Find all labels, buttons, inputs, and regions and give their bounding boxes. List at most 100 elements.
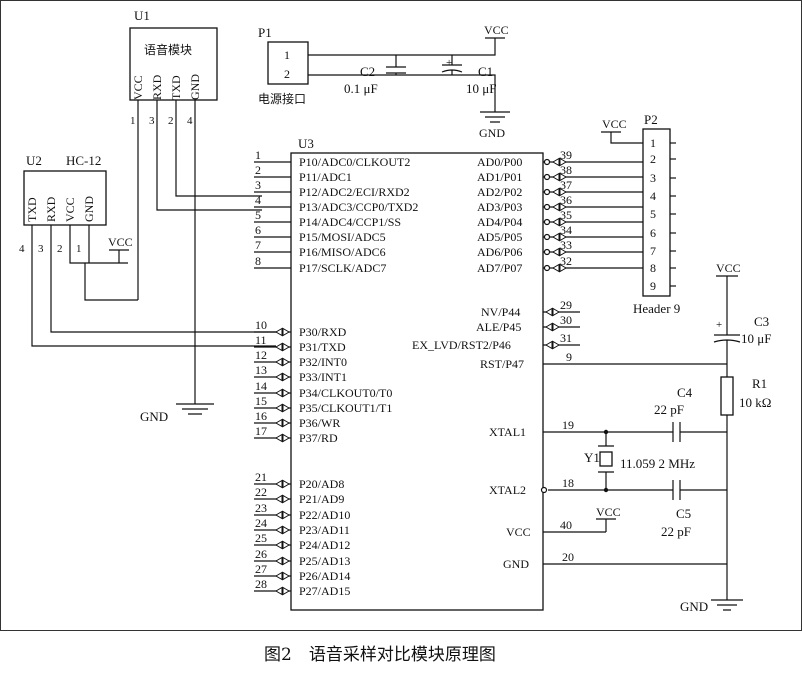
u3-left-pin-number: 2 bbox=[255, 163, 261, 177]
u3-right-pin-name: NV/P44 bbox=[481, 305, 520, 319]
p1-body bbox=[267, 41, 309, 85]
u3-right-pin-bubble bbox=[543, 248, 551, 256]
c5-plates bbox=[672, 480, 681, 500]
u3-vcc-symbol: VCC bbox=[596, 505, 621, 532]
u3-right-pin-name: AD1/P01 bbox=[477, 170, 522, 184]
c3-ref: C3 bbox=[754, 314, 769, 329]
p1-vcc-symbol: VCC bbox=[484, 23, 509, 39]
c2-value: 0.1 μF bbox=[344, 81, 378, 96]
c4-plates bbox=[672, 422, 681, 442]
u3-left-pin-name: P26/AD14 bbox=[299, 569, 350, 583]
y1-value: 11.059 2 MHz bbox=[620, 456, 695, 471]
c1-capacitor: + C1 10 μF bbox=[441, 55, 496, 96]
u2-body bbox=[23, 170, 107, 226]
u1-pin-number-3: 3 bbox=[149, 115, 155, 127]
u3-right-pin-arrow-icon bbox=[552, 187, 567, 197]
u1-pin-txd: TXD bbox=[169, 75, 183, 100]
u3-right-pin-bubble bbox=[543, 188, 551, 196]
c2-ref: C2 bbox=[360, 64, 375, 79]
p2-pin-number: 5 bbox=[650, 207, 656, 221]
u2-pin-gnd: GND bbox=[82, 196, 96, 222]
crystal-circuit: C4 22 pF C5 22 pF Y1 11.059 2 MHz bbox=[540, 385, 727, 539]
u2-rxd-wire bbox=[50, 225, 276, 333]
u2-vcc-label: VCC bbox=[108, 235, 133, 249]
u3-left-pin-arrow-icon bbox=[275, 525, 290, 535]
u3-left-pin-arrow-icon bbox=[275, 540, 290, 550]
u3-left-pin-name: P16/MISO/ADC6 bbox=[299, 245, 386, 259]
reset-circuit: VCC + C3 10 μF R1 10 kΩ bbox=[543, 261, 771, 600]
u3-right-pin-name: VCC bbox=[506, 525, 531, 539]
u3-left-pin-number: 4 bbox=[255, 193, 261, 207]
u3-vcc-bar bbox=[596, 518, 616, 532]
u3-right-pin-number: 39 bbox=[560, 148, 572, 162]
u3-right-pin-name: AD3/P03 bbox=[477, 200, 522, 214]
u1-ref: U1 bbox=[134, 8, 150, 23]
u3-left-pin-arrow-icon bbox=[275, 586, 290, 596]
p1-vcc-rail bbox=[308, 38, 496, 56]
reset-vcc-label: VCC bbox=[716, 261, 741, 275]
xtal2-pin-bubble bbox=[540, 486, 548, 494]
u3-right-pin-name: XTAL1 bbox=[489, 425, 526, 439]
p1-pin-1: 1 bbox=[284, 48, 290, 62]
u3-left-pin-name: P20/AD8 bbox=[299, 477, 344, 491]
c1-plus-icon: + bbox=[446, 57, 452, 69]
p2-pin-number: 1 bbox=[650, 136, 656, 150]
u3-right-pin-number: 18 bbox=[562, 476, 574, 490]
u2-vcc-bar bbox=[109, 249, 129, 263]
u1-vcc-link bbox=[84, 263, 138, 301]
u3-right-pin-arrow-icon bbox=[545, 307, 560, 317]
u3-left-pin-arrow-icon bbox=[275, 372, 290, 382]
u3-left-pin-number: 28 bbox=[255, 577, 267, 591]
u3-right-pin-group: 39AD0/P0038AD1/P0137AD2/P0236AD3/P0335AD… bbox=[412, 148, 643, 571]
u3-right-pin-bubble bbox=[543, 203, 551, 211]
p2-pin-number: 7 bbox=[650, 244, 656, 258]
u3-right-pin-arrow-icon bbox=[552, 172, 567, 182]
u3-left-pin-name: P34/CLKOUT0/T0 bbox=[299, 386, 392, 400]
u3-right-pin-arrow-icon bbox=[552, 202, 567, 212]
u1-pin-number-2: 2 bbox=[168, 115, 174, 127]
u3-left-pin-name: P35/CLKOUT1/T1 bbox=[299, 401, 392, 415]
p2-pin-number: 4 bbox=[650, 189, 656, 203]
u3-right-pin-bubble bbox=[543, 173, 551, 181]
u3-left-pin-arrow-icon bbox=[275, 510, 290, 520]
u3-left-pin-number: 22 bbox=[255, 485, 267, 499]
u3-ref: U3 bbox=[298, 136, 314, 151]
r1-ref: R1 bbox=[752, 376, 767, 391]
y1-plates bbox=[598, 445, 614, 473]
u3-right-pin-arrow-icon bbox=[552, 157, 567, 167]
u2-pin-vcc: VCC bbox=[63, 197, 77, 222]
u3-body bbox=[290, 152, 544, 611]
u3-right-pin-number: 20 bbox=[562, 550, 574, 564]
u3-right-pin-name: EX_LVD/RST2/P46 bbox=[412, 338, 511, 352]
u1-pin-gnd: GND bbox=[188, 74, 202, 100]
u3-right-pin-name: AD0/P00 bbox=[477, 155, 522, 169]
u2-vcc-wire bbox=[69, 225, 128, 264]
p2-vcc-label: VCC bbox=[602, 117, 627, 131]
u3-left-pin-arrow-icon bbox=[275, 327, 290, 337]
p2-pin-number: 2 bbox=[650, 152, 656, 166]
u3-left-pin-arrow-icon bbox=[275, 357, 290, 367]
c3-plus-icon: + bbox=[716, 319, 722, 331]
u2-pin-number-2: 2 bbox=[57, 243, 63, 255]
u3-left-pin-number: 6 bbox=[255, 223, 261, 237]
u2-pin-number-1: 1 bbox=[76, 243, 82, 255]
p2-label: Header 9 bbox=[633, 301, 680, 316]
p1-gnd-label: GND bbox=[479, 126, 505, 140]
u3-left-pin-number: 23 bbox=[255, 501, 267, 515]
u3-right-pin-number: 32 bbox=[560, 254, 572, 268]
u3-left-pin-number: 15 bbox=[255, 394, 267, 408]
c4-value: 22 pF bbox=[654, 402, 684, 417]
u3-right-pin-bubble bbox=[543, 158, 551, 166]
u3-left-pin-name: P10/ADC0/CLKOUT2 bbox=[299, 155, 410, 169]
u3-right-pin-name: AD4/P04 bbox=[477, 215, 522, 229]
u3-right-pin-arrow-icon bbox=[552, 263, 567, 273]
p1-vcc-label: VCC bbox=[484, 23, 509, 37]
u3-left-pin-name: P21/AD9 bbox=[299, 492, 344, 506]
u3-left-pin-name: P22/AD10 bbox=[299, 508, 350, 522]
r1-resistor bbox=[720, 376, 734, 416]
u3-left-pin-name: P12/ADC2/ECI/RXD2 bbox=[299, 185, 410, 199]
u3-left-pin-name: P17/SCLK/ADC7 bbox=[299, 261, 386, 275]
u2-txd-wire bbox=[31, 225, 276, 347]
u3-left-pin-name: P11/ADC1 bbox=[299, 170, 352, 184]
